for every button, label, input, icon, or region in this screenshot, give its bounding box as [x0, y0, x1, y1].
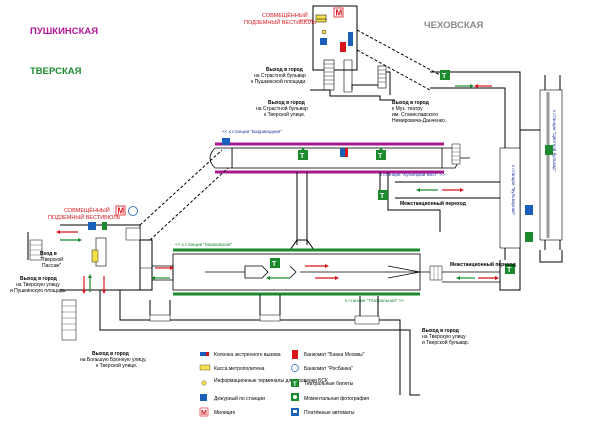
left-vestibule-title-1: СОВМЕЩЁННЫЙ [64, 206, 110, 214]
kassa-label: КАССА [317, 17, 327, 21]
pushkinskaya-platform: T T << к станции "Баррикадная" к станции… [209, 129, 470, 177]
svg-text:M: M [201, 410, 207, 417]
legend-payment: Платёжные автоматы [304, 410, 355, 416]
theatre-icon-5 [270, 258, 280, 268]
legend-rosbank: Банкомат "Росбанка" [304, 366, 353, 372]
dir-bulvarnaya: к станции "Бульварная" [511, 165, 516, 216]
theatre-icon-2 [298, 150, 308, 160]
station-name-chekhovskaya: ЧЕХОВСКАЯ [424, 20, 484, 31]
svg-text:M: M [118, 207, 125, 216]
duty-icon [320, 38, 327, 45]
exit-e3: Выход в город к Муз. театру им. Станисла… [392, 100, 446, 124]
legend-kassa: Касса метрополитена [214, 366, 265, 372]
dir-teatralnaya: к станции "Театральная" >> [345, 298, 404, 303]
exit-e4: Выход в город на Тверскую улицу и Пушкин… [10, 276, 67, 294]
svg-text:к Тверской улице.: к Тверской улице. [264, 111, 305, 118]
metro-police-icon-left [115, 205, 126, 216]
transfer-label-2: Межстанционный переход [450, 261, 517, 268]
left-vestibule: M СОВМЕЩЁННЫЙ ПОДЗЕМНЫЙ ВЕСТИБЮЛЬ Вход в… [27, 205, 141, 294]
svg-text:Выход в город: Выход в город [268, 100, 306, 106]
svg-text:и Тверской бульвар.: и Тверской бульвар. [422, 339, 469, 346]
svg-text:T: T [293, 382, 297, 388]
transfer-label-1: Межстанционный переход [400, 200, 467, 207]
svg-text:T: T [442, 73, 447, 80]
svg-text:Выход в город: Выход в город [422, 328, 460, 334]
svg-text:T: T [378, 153, 383, 160]
svg-text:T: T [507, 267, 512, 274]
exit-e1: Выход в город на Страстной бульвар к Пуш… [251, 67, 307, 85]
svg-text:и Пушкинскую площадь.: и Пушкинскую площадь. [10, 288, 67, 294]
svg-text:к Муз. театру: к Муз. театру [392, 106, 423, 112]
payment-icon [348, 32, 353, 46]
svg-text:M: M [336, 9, 343, 18]
map-legend: Колонка экстренного вызова Касса метропо… [199, 350, 369, 417]
info-terminal-icon [321, 29, 327, 35]
svg-text:Немировича-Данченко.: Немировича-Данченко. [392, 118, 446, 124]
svg-text:на Тверскую улицу: на Тверскую улицу [422, 334, 466, 340]
svg-text:T: T [272, 261, 277, 268]
duty-icon-push [222, 138, 230, 145]
station-name-pushkinskaya: ПУШКИНСКАЯ [30, 26, 98, 37]
tverskaya-platform: T << к станции "Маяковская" к станции "Т… [152, 242, 517, 303]
dir-tsvetnoy: к станции "Цветной бульвар" [552, 110, 558, 172]
legend-photo: Моментальная фотография [304, 396, 369, 402]
legend-metro: Милиция [214, 410, 235, 416]
top-vestibule-title-2: ПОДЗЕМНЫЙ ВЕСТИБЮЛЬ [244, 18, 317, 26]
dir-kuznetsky: к станции "Кузнецкий мост" >> [380, 171, 445, 177]
legend-theatre: Театральные билеты [304, 381, 354, 387]
svg-text:Выход в город: Выход в город [92, 351, 130, 357]
legend-info: Информационные терминалы для проверки БС… [214, 378, 328, 384]
theatre-icon-1 [440, 70, 450, 80]
svg-text:на Страстной бульвар: на Страстной бульвар [254, 72, 306, 79]
svg-text:Выход в город: Выход в город [20, 276, 58, 282]
svg-text:Выход в город: Выход в город [266, 67, 304, 73]
bank-icon [340, 42, 346, 52]
svg-text:к Пушкинской площади.: к Пушкинской площади. [251, 78, 307, 85]
left-vestibule-title-2: ПОДЗЕМНЫЙ ВЕСТИБЮЛЬ [48, 213, 121, 221]
dir-barrikadnaya: << к станции "Баррикадная" [222, 129, 282, 134]
kassa-icon [315, 14, 327, 23]
svg-text:к Тверской улице.: к Тверской улице. [96, 362, 137, 369]
exit-e6: Выход в город на Большую Бронную улицу, … [80, 351, 146, 369]
svg-text:на Большую Бронную улицу,: на Большую Бронную улицу, [80, 357, 146, 363]
legend-bank-moscow: Банкомат "Банка Москвы" [304, 352, 365, 358]
top-stairs [323, 59, 353, 93]
metro-police-icon [333, 7, 344, 18]
legend-duty: Дежурный по станции [214, 395, 265, 402]
svg-text:"Тверской: "Тверской [40, 256, 63, 263]
station-name-tverskaya: ТВЕРСКАЯ [30, 66, 82, 77]
top-vestibule: КАССА M СОВМЕЩЁННЫЙ ПОДЗЕМНЫЙ ВЕСТИБЮЛЬ [244, 5, 358, 71]
exit-e2: Выход в город на Страстной бульвар к Тве… [256, 100, 308, 118]
svg-text:на Тверскую улицу: на Тверскую улицу [16, 282, 60, 288]
dir-mayakovskaya: << к станции "Маяковская" [175, 242, 232, 247]
svg-text:на Страстной бульвар: на Страстной бульвар [256, 105, 308, 112]
exit-e5: Выход в город на Тверскую улицу и Тверск… [422, 328, 469, 346]
svg-text:T: T [380, 193, 385, 200]
rosbank-icon [128, 206, 138, 216]
svg-text:им. Станиславского: им. Станиславского [392, 112, 438, 118]
svg-text:Выход в город: Выход в город [392, 100, 430, 106]
svg-text:T: T [300, 153, 305, 160]
svg-text:Вход в: Вход в [40, 251, 57, 257]
svg-text:Пассаж": Пассаж" [42, 263, 62, 269]
theatre-icon-4 [378, 190, 388, 200]
top-vestibule-title-1: СОВМЕЩЁННЫЙ [262, 11, 308, 19]
theatre-icon-6 [505, 264, 515, 274]
legend-emergency: Колонка экстренного вызова [214, 352, 281, 358]
theatre-icon-3 [376, 150, 386, 160]
